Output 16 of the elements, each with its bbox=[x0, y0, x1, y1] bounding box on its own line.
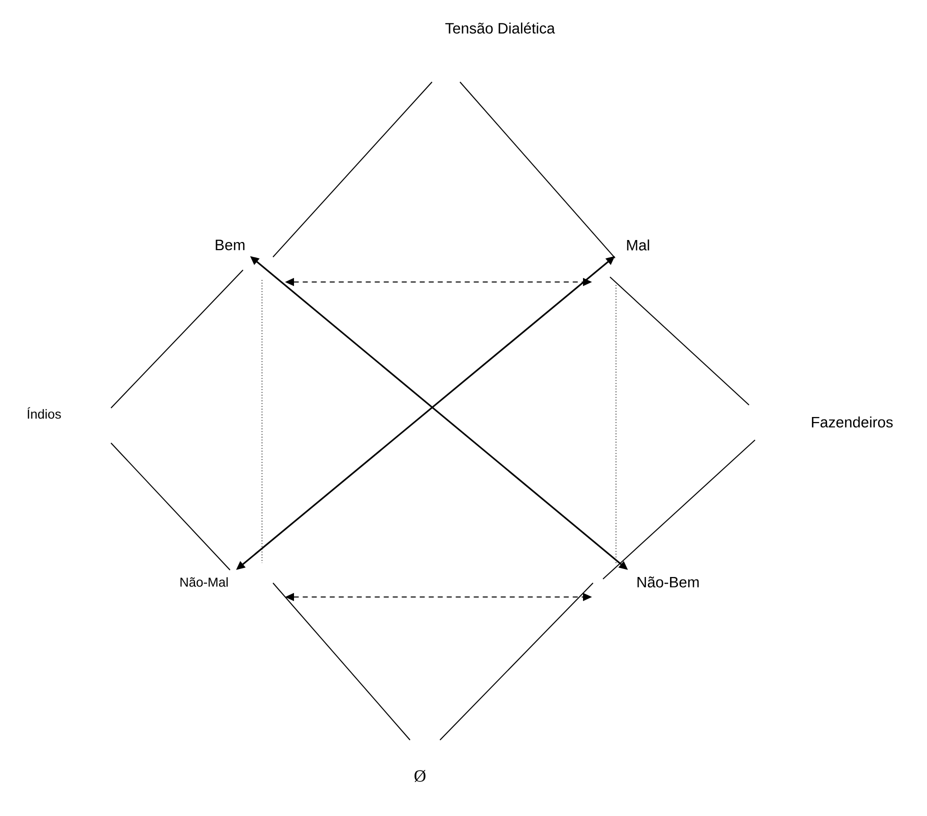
connector-line bbox=[602, 440, 756, 580]
term-label: Não-Bem bbox=[638, 576, 699, 588]
connector-line bbox=[110, 270, 244, 408]
term-label: Ø bbox=[414, 770, 426, 782]
term-label: Fazendeiros bbox=[812, 416, 893, 428]
connector-line bbox=[440, 582, 594, 740]
connector-line bbox=[272, 582, 410, 740]
term-label: Índios bbox=[28, 407, 61, 419]
term-label: Mal bbox=[627, 240, 650, 250]
connector-line bbox=[272, 82, 432, 258]
term-label: Tensão Dialética bbox=[445, 22, 555, 34]
term-label: Bem bbox=[216, 240, 244, 250]
connector-line bbox=[110, 442, 230, 570]
connector-line bbox=[610, 276, 750, 406]
term-label: Não-Mal bbox=[180, 577, 228, 587]
connector-line bbox=[460, 82, 616, 258]
